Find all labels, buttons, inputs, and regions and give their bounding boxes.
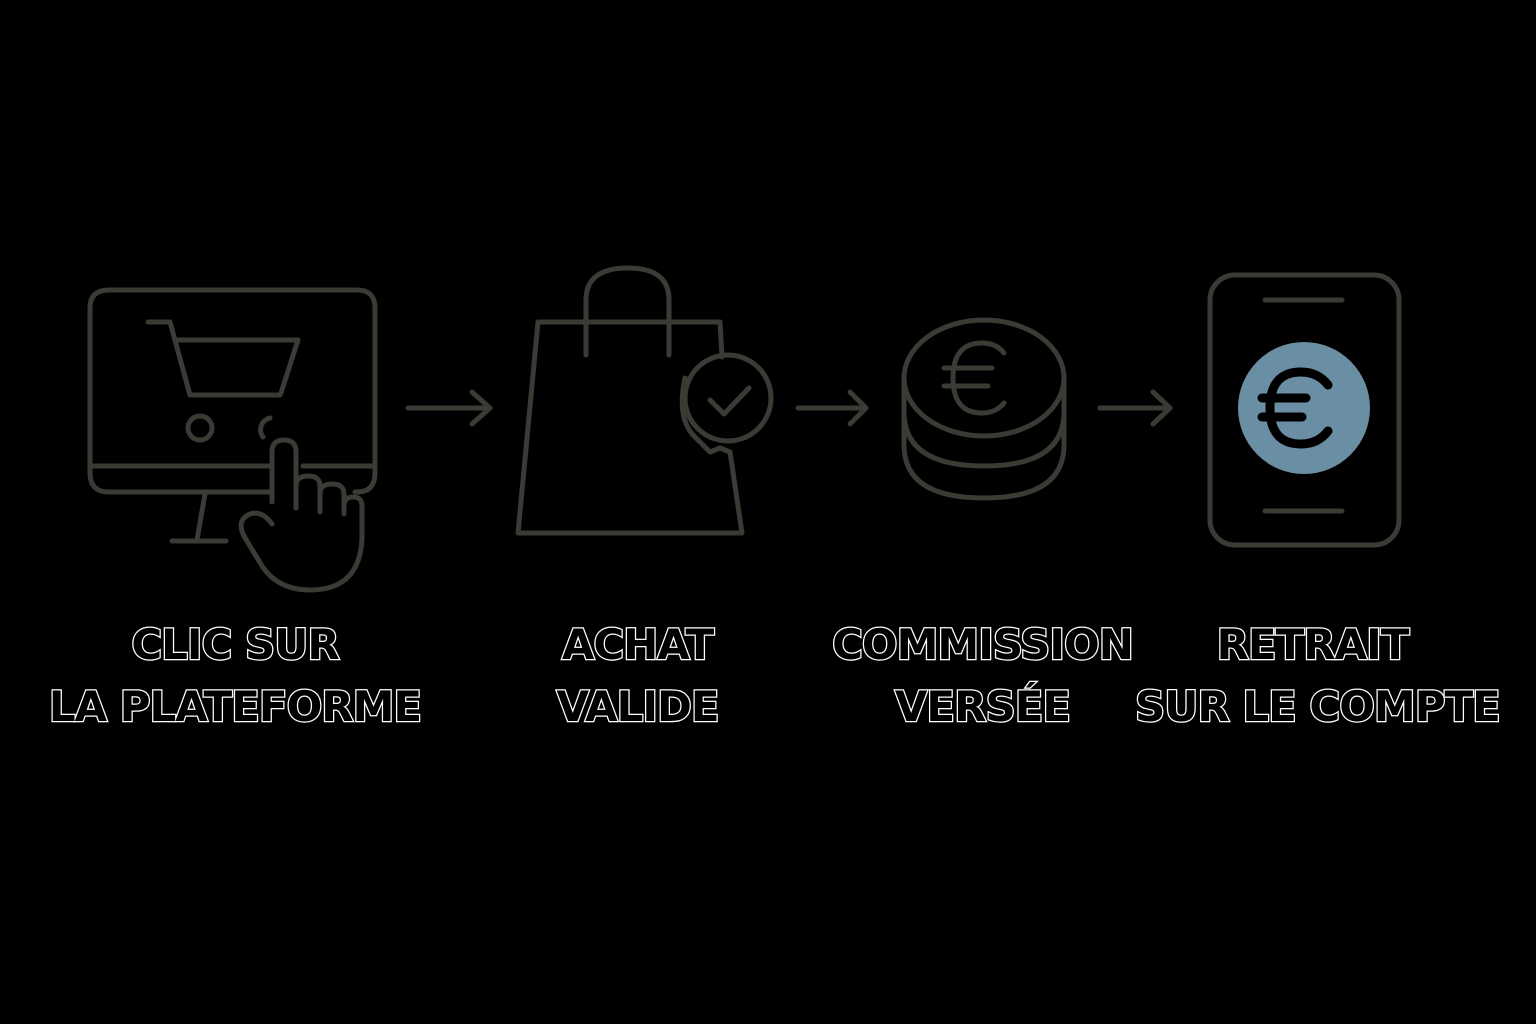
arrow-right-icon xyxy=(405,389,493,427)
computer-cart-click-icon xyxy=(87,287,378,593)
euro-coins-stack-icon xyxy=(901,317,1067,501)
step-2-label: ACHAT VALIDE xyxy=(520,614,755,738)
step-4-label-line-2: SUR LE COMPTE xyxy=(1134,681,1502,733)
euro-badge xyxy=(1238,342,1370,474)
arrow-right-icon xyxy=(795,389,869,427)
step-4-label: RETRAIT SUR LE COMPTE xyxy=(1134,614,1502,738)
step-2-label-line-1: ACHAT xyxy=(561,619,716,671)
step-3-label: COMMISSION VERSÉE xyxy=(820,614,1145,738)
arrow-right-icon xyxy=(1097,389,1173,427)
step-4-label-line-1: RETRAIT xyxy=(1215,619,1410,671)
shopping-bag-check-icon xyxy=(515,265,774,536)
step-2-label-line-2: VALIDE xyxy=(555,681,721,733)
step-3-label-line-2: VERSÉE xyxy=(894,681,1073,733)
phone-euro-icon xyxy=(1207,272,1402,548)
step-1-label-line-1: CLIC SUR xyxy=(130,619,341,671)
step-3-label-line-1: COMMISSION xyxy=(831,619,1135,671)
step-1-label: CLIC SUR LA PLATEFORME xyxy=(40,614,430,738)
step-1-label-line-2: LA PLATEFORME xyxy=(48,681,424,733)
